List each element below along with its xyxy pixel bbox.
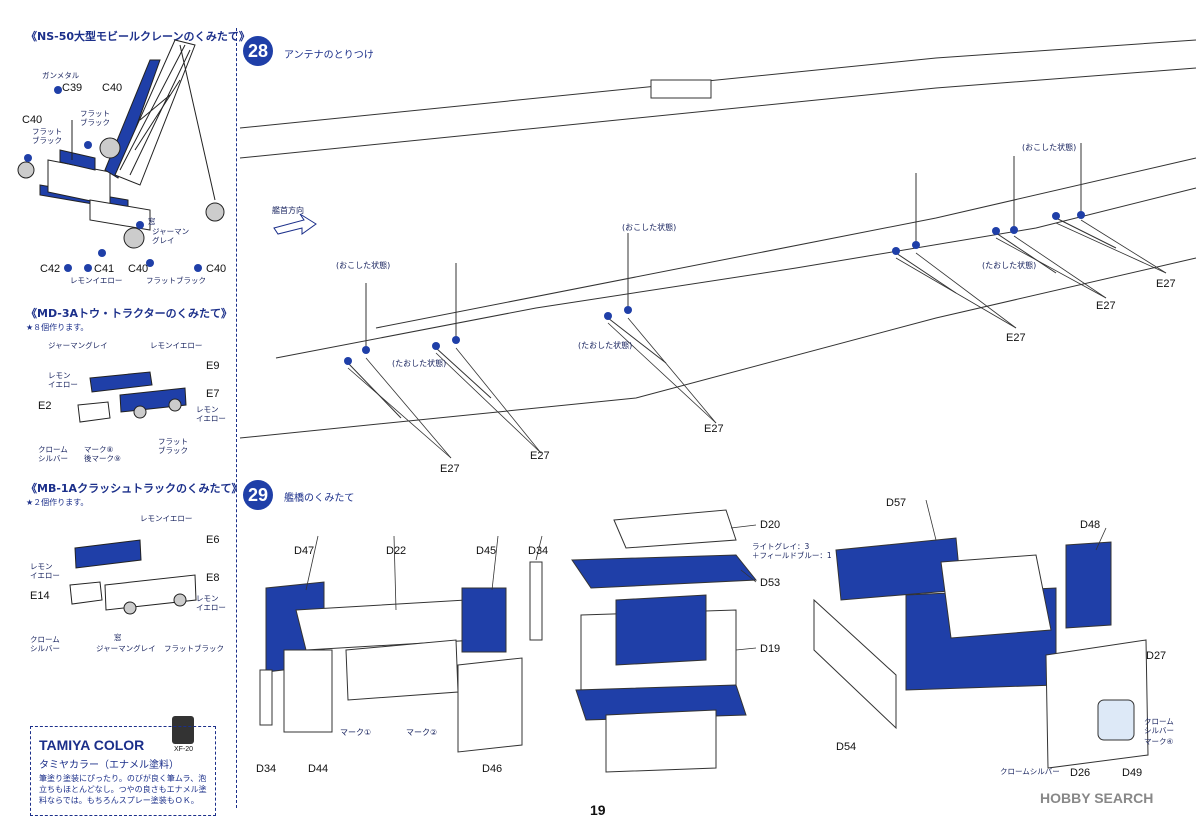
bow-direction-label: 艦首方向 (272, 206, 304, 215)
part-d34: D34 (256, 763, 277, 775)
part-d48: D48 (1080, 519, 1101, 531)
tractor-label: マーク⑧ 後マーク⑨ (84, 445, 121, 463)
tamiya-text: 筆塗り塗装にぴったり。のびが良く筆ムラ、泡立ちもほとんどなし。つやの良さもエナメ… (39, 774, 207, 805)
truck-heading: 《MB-1Aクラッシュトラックのくみたて》 (26, 482, 243, 495)
tractor-label: ジャーマングレイ (48, 341, 108, 350)
part-d54: D54 (836, 741, 857, 753)
crane-label: フラット ブラック (32, 127, 62, 145)
crane-label: レモンイエロー (70, 276, 123, 285)
part-e9: E9 (206, 360, 220, 372)
chrome-silver-label: クローム シルバー (1144, 717, 1174, 735)
bridge-drawings (259, 500, 1149, 773)
part-c42: C42 (40, 263, 61, 275)
step-29-title: 艦橋のくみたて (284, 493, 355, 504)
tamiya-title: TAMIYA COLOR (39, 737, 145, 753)
truck-drawing (69, 539, 197, 615)
truck-label: ジャーマングレイ (96, 644, 156, 653)
truck-label: フラットブラック (164, 644, 224, 653)
bow-arrow (273, 213, 317, 235)
part-d46: D46 (482, 763, 503, 775)
paint-bottle (172, 716, 194, 744)
antenna-bases (344, 211, 1085, 365)
part-c39: C39 (62, 82, 83, 94)
truck-label: レモン イエロー (196, 594, 226, 612)
part-d20: D20 (760, 519, 781, 531)
crane-label: フラットブラック (146, 276, 206, 285)
part-d49: D49 (1122, 767, 1143, 779)
tractor-note: ★８個作ります。 (26, 323, 89, 332)
part-d47: D47 (294, 545, 315, 557)
column-divider (236, 28, 237, 808)
part-e8: E8 (206, 572, 220, 584)
part-d19: D19 (760, 643, 781, 655)
tractor-label: クローム シルバー (38, 445, 68, 463)
left-diagrams (17, 39, 225, 744)
watermark: HOBBY SEARCH (1040, 790, 1154, 806)
tractor-label: レモン イエロー (48, 371, 78, 389)
step-28-number: 28 (243, 36, 273, 66)
tractor-label: レモンイエロー (150, 341, 203, 350)
paint-mix-label: ライトグレイ：3 ＋フィールドブルー：1 (752, 542, 832, 560)
lowered-label: (たおした状態) (392, 359, 447, 368)
tractor-drawing (77, 371, 187, 423)
tractor-heading: 《MD-3Aトウ・トラクターのくみたて》 (26, 307, 233, 320)
mark-4: マーク④ (1144, 737, 1174, 746)
raised-label: (おこした状態) (336, 261, 391, 270)
truck-label: クローム シルバー (30, 635, 60, 653)
part-e27: E27 (1096, 300, 1116, 312)
part-e14: E14 (30, 590, 50, 602)
mark-1: マーク① (340, 728, 372, 737)
part-e2: E2 (38, 400, 52, 412)
tamiya-color-box: TAMIYA COLOR タミヤカラー（エナメル塗料） 筆塗り塗装にぴったり。の… (30, 726, 216, 816)
part-e6: E6 (206, 534, 220, 546)
bottle-label: XF-20 (174, 746, 194, 753)
raised-label: (おこした状態) (622, 223, 677, 232)
part-e27: E27 (530, 450, 550, 462)
lowered-label: (たおした状態) (982, 261, 1037, 270)
part-e27: E27 (1006, 332, 1026, 344)
crane-label: 窓 (148, 217, 156, 226)
tractor-label: フラット ブラック (158, 437, 188, 455)
part-e27: E27 (440, 463, 460, 475)
part-c40: C40 (128, 263, 149, 275)
step-29-number: 29 (243, 480, 273, 510)
part-d44: D44 (308, 763, 329, 775)
step-28-title: アンテナのとりつけ (284, 50, 374, 61)
part-c40: C40 (22, 114, 43, 126)
crane-label: ジャーマン グレイ (152, 227, 190, 245)
truck-note: ★２個作ります。 (26, 498, 89, 507)
part-d57: D57 (886, 497, 907, 509)
tamiya-subtitle: タミヤカラー（エナメル塗料） (39, 760, 179, 771)
crane-drawing (17, 39, 225, 249)
tractor-label: レモン イエロー (196, 405, 226, 423)
crane-label: ガンメタル (42, 71, 80, 80)
raised-label: (おこした状態) (1022, 143, 1077, 152)
part-d26: D26 (1070, 767, 1091, 779)
part-d27: D27 (1146, 650, 1167, 662)
part-c40: C40 (102, 82, 123, 94)
crane-label: フラット ブラック (80, 109, 110, 127)
part-e27: E27 (704, 423, 724, 435)
chrome-silver-label: クロームシルバー (1000, 767, 1060, 776)
part-d22: D22 (386, 545, 407, 557)
page-number: 19 (590, 802, 606, 818)
antennas (347, 143, 1117, 419)
crane-heading: 《NS-50大型モビールクレーンのくみたて》 (26, 30, 250, 43)
part-d34: D34 (528, 545, 549, 557)
part-c40: C40 (206, 263, 227, 275)
mark-2: マーク② (406, 728, 438, 737)
part-e7: E7 (206, 388, 220, 400)
truck-label: レモンイエロー (140, 514, 193, 523)
part-e27: E27 (1156, 278, 1176, 290)
lowered-label: (たおした状態) (578, 341, 633, 350)
part-d53: D53 (760, 577, 781, 589)
part-c41: C41 (94, 263, 115, 275)
ship-hull-drawing (239, 39, 1197, 459)
truck-label: 窓 (114, 633, 122, 642)
paint-dots (24, 86, 202, 272)
truck-label: レモン イエロー (30, 562, 60, 580)
part-d45: D45 (476, 545, 497, 557)
